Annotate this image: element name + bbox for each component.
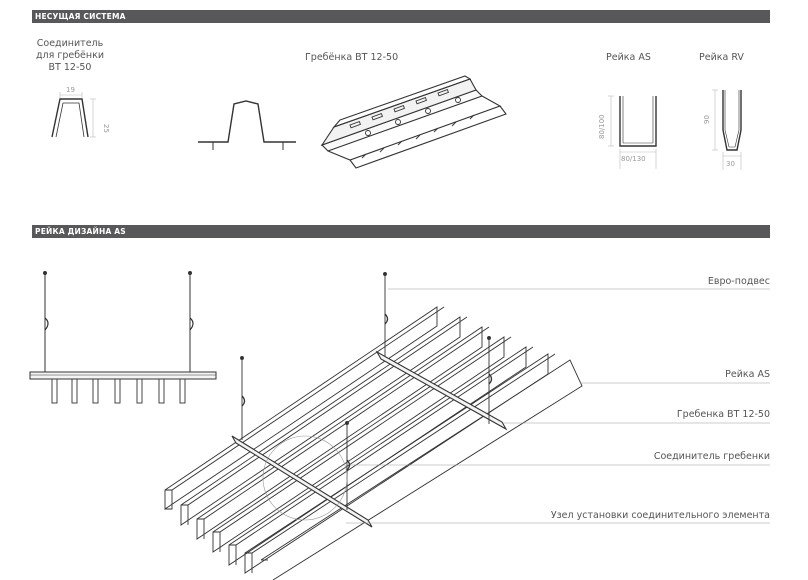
callout-connector-node: Узел установки соединительного элемента [550,510,770,521]
connector-label-line2: для гребёнки [35,50,105,61]
callout-rail-as: Рейка AS [725,369,770,380]
connector-node-detail-circle [262,435,348,521]
assembly-combs [231,350,508,528]
callout-comb: Гребенка ВТ 12-50 [676,409,770,420]
connector-dim-width: 19 [66,86,75,94]
comb-isometric-drawing [320,75,507,169]
rail-rv-dim-height: 90 [703,115,711,124]
connector-dim-height: 25 [102,124,110,133]
callout-euro-hanger: Евро-подвес [707,276,770,287]
connector-label: Соединитель для гребёнки ВТ 12-50 [25,38,115,74]
connector-label-line1: Соединитель [36,38,104,49]
assembly-hangers [240,272,493,510]
rail-rv-dimensions [712,89,742,170]
connector-label-line3: ВТ 12-50 [48,62,92,73]
comb-label: Гребёнка ВТ 12-50 [305,52,399,63]
callout-comb-connector: Соединитель гребенки [653,451,770,462]
rail-as-label: Рейка AS [606,52,651,63]
connector-profile-drawing [51,98,89,138]
rail-as-profile-drawing [619,96,657,147]
callout-leaders [346,288,770,524]
assembly-rails [164,306,583,580]
rail-as-dim-height: 80/100 [598,114,606,139]
rail-rv-profile-drawing [722,90,742,151]
assembly-isometric-drawing [164,272,583,580]
section-header-support: НЕСУЩАЯ СИСТЕМА [32,10,770,23]
section-header-design: РЕЙКА ДИЗАЙНА AS [32,225,770,238]
side-elevation-drawing [29,271,217,404]
rail-as-dim-width: 80/130 [621,155,646,163]
section-title-design: РЕЙКА ДИЗАЙНА AS [35,227,126,236]
comb-profile-drawing [198,100,296,150]
section-title-support: НЕСУЩАЯ СИСТЕМА [35,12,126,21]
rail-as-dimensions [608,95,657,169]
connector-dimensions [59,92,96,138]
rail-rv-label: Рейка RV [699,52,744,63]
rail-rv-dim-width: 30 [726,160,735,168]
